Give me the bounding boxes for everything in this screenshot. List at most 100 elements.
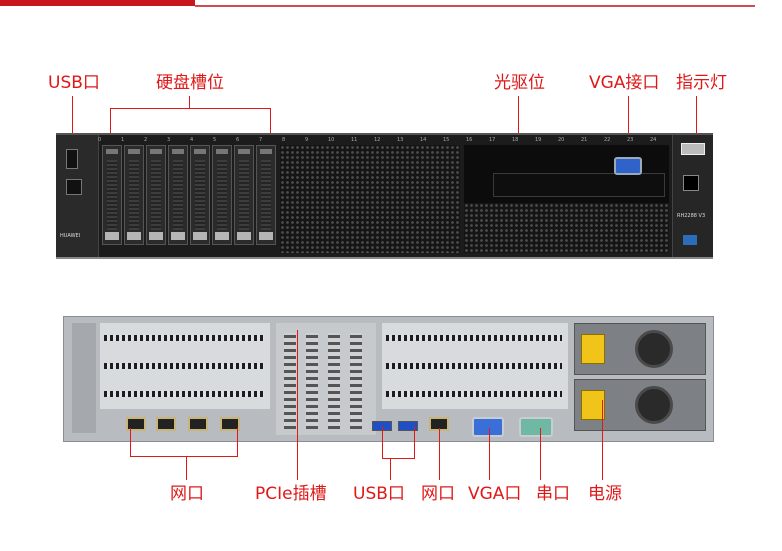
model-label: RH2288 V3 bbox=[677, 213, 706, 219]
accent-line bbox=[195, 5, 755, 7]
hdd-bay[interactable] bbox=[234, 145, 254, 245]
pcie-slot[interactable] bbox=[104, 391, 264, 397]
leader-vga bbox=[489, 428, 490, 480]
leader-power bbox=[602, 400, 603, 480]
bay-number: 16 bbox=[466, 137, 473, 143]
leader-usb-stem bbox=[390, 458, 391, 480]
leader-hdd-right bbox=[270, 108, 271, 154]
hdd-bay[interactable] bbox=[212, 145, 232, 245]
front-vent-grille-right bbox=[464, 203, 669, 253]
bay-number: 14 bbox=[420, 137, 427, 143]
rear-network-port[interactable] bbox=[188, 417, 208, 431]
bay-number: 1 bbox=[121, 137, 125, 143]
bay-number: 18 bbox=[512, 137, 519, 143]
leader-hdd-bar bbox=[110, 108, 270, 109]
bay-number: 15 bbox=[443, 137, 450, 143]
bay-number: 6 bbox=[236, 137, 240, 143]
leader-pcie bbox=[297, 330, 298, 480]
pcie-slot[interactable] bbox=[328, 333, 340, 429]
psu-handle[interactable] bbox=[581, 334, 605, 364]
front-vga-port[interactable] bbox=[614, 157, 642, 175]
label-rear-usb: USB口 bbox=[353, 484, 405, 504]
accent-block bbox=[0, 0, 195, 6]
rear-serial-port[interactable] bbox=[519, 417, 553, 437]
rear-vga-port[interactable] bbox=[472, 417, 504, 437]
power-supply-unit[interactable] bbox=[574, 323, 706, 375]
hdd-bay[interactable] bbox=[256, 145, 276, 245]
label-power: 电源 bbox=[588, 484, 622, 504]
label-front-vga: VGA接口 bbox=[589, 73, 660, 93]
pcie-slot[interactable] bbox=[284, 333, 296, 429]
pcie-slot[interactable] bbox=[104, 363, 264, 369]
leader-net2 bbox=[439, 428, 440, 480]
hdd-bay[interactable] bbox=[102, 145, 122, 245]
bay-number: 19 bbox=[535, 137, 542, 143]
label-rear-network: 网口 bbox=[170, 484, 204, 504]
bay-number: 8 bbox=[282, 137, 286, 143]
bay-number: 5 bbox=[213, 137, 217, 143]
label-pcie-slots: PCIe插槽 bbox=[255, 484, 327, 504]
bay-number: 20 bbox=[558, 137, 565, 143]
bay-number: 21 bbox=[581, 137, 588, 143]
indicator-leds bbox=[681, 143, 705, 155]
optical-drive-slot[interactable] bbox=[493, 173, 665, 197]
pcie-riser-right bbox=[382, 323, 568, 409]
bay-number: 24 bbox=[650, 137, 657, 143]
power-button[interactable] bbox=[683, 175, 699, 191]
power-supply-unit[interactable] bbox=[574, 379, 706, 431]
psu-fan-icon bbox=[635, 386, 673, 424]
pcie-slot[interactable] bbox=[350, 333, 362, 429]
rear-usb-port[interactable] bbox=[398, 421, 418, 431]
leader-net-stem bbox=[186, 456, 187, 480]
label-rear-network-2: 网口 bbox=[421, 484, 455, 504]
hdd-bay[interactable] bbox=[168, 145, 188, 245]
leader-hdd-left bbox=[110, 108, 111, 154]
bay-number: 12 bbox=[374, 137, 381, 143]
pcie-slot[interactable] bbox=[386, 391, 562, 397]
label-serial: 串口 bbox=[536, 484, 570, 504]
bay-number: 0 bbox=[98, 137, 102, 143]
rear-network-port[interactable] bbox=[126, 417, 146, 431]
server-rear-panel bbox=[63, 316, 714, 442]
leader-indicator bbox=[696, 96, 697, 144]
leader-usb-bar bbox=[382, 458, 415, 459]
bay-number: 3 bbox=[167, 137, 171, 143]
bay-number: 9 bbox=[305, 137, 309, 143]
front-left-ear: HUAWEI bbox=[56, 135, 99, 257]
intel-badge bbox=[683, 235, 697, 245]
hdd-bay[interactable] bbox=[190, 145, 210, 245]
bay-number: 7 bbox=[259, 137, 263, 143]
brand-logo: HUAWEI bbox=[60, 233, 81, 239]
leader-hdd-stem bbox=[189, 96, 190, 108]
pcie-slot[interactable] bbox=[104, 335, 264, 341]
label-hdd-bays: 硬盘槽位 bbox=[156, 73, 224, 93]
pcie-slot[interactable] bbox=[386, 363, 562, 369]
bay-number: 13 bbox=[397, 137, 404, 143]
pcie-slot[interactable] bbox=[306, 333, 318, 429]
bay-number: 10 bbox=[328, 137, 335, 143]
hdd-bay[interactable] bbox=[124, 145, 144, 245]
leader-front-usb bbox=[72, 96, 73, 158]
label-rear-vga: VGA口 bbox=[468, 484, 522, 504]
bay-number: 2 bbox=[144, 137, 148, 143]
bay-number: 17 bbox=[489, 137, 496, 143]
pcie-slot-area-center bbox=[276, 323, 376, 435]
front-right-ear: RH2288 V3 bbox=[672, 135, 713, 257]
rear-network-port[interactable] bbox=[156, 417, 176, 431]
psu-handle[interactable] bbox=[581, 390, 605, 420]
pcie-riser-left bbox=[100, 323, 270, 409]
pcie-slot[interactable] bbox=[386, 335, 562, 341]
front-vent-grille bbox=[280, 145, 460, 253]
label-optical-drive: 光驱位 bbox=[494, 73, 545, 93]
label-front-usb: USB口 bbox=[48, 73, 100, 93]
hdd-bay[interactable] bbox=[146, 145, 166, 245]
rear-network-port[interactable] bbox=[220, 417, 240, 431]
front-usb-port-2 bbox=[66, 179, 82, 195]
psu-fan-icon bbox=[635, 330, 673, 368]
leader-usb-left bbox=[382, 426, 383, 458]
top-accent-bar bbox=[0, 0, 782, 10]
bay-number: 11 bbox=[351, 137, 358, 143]
leader-net-bar bbox=[130, 456, 238, 457]
